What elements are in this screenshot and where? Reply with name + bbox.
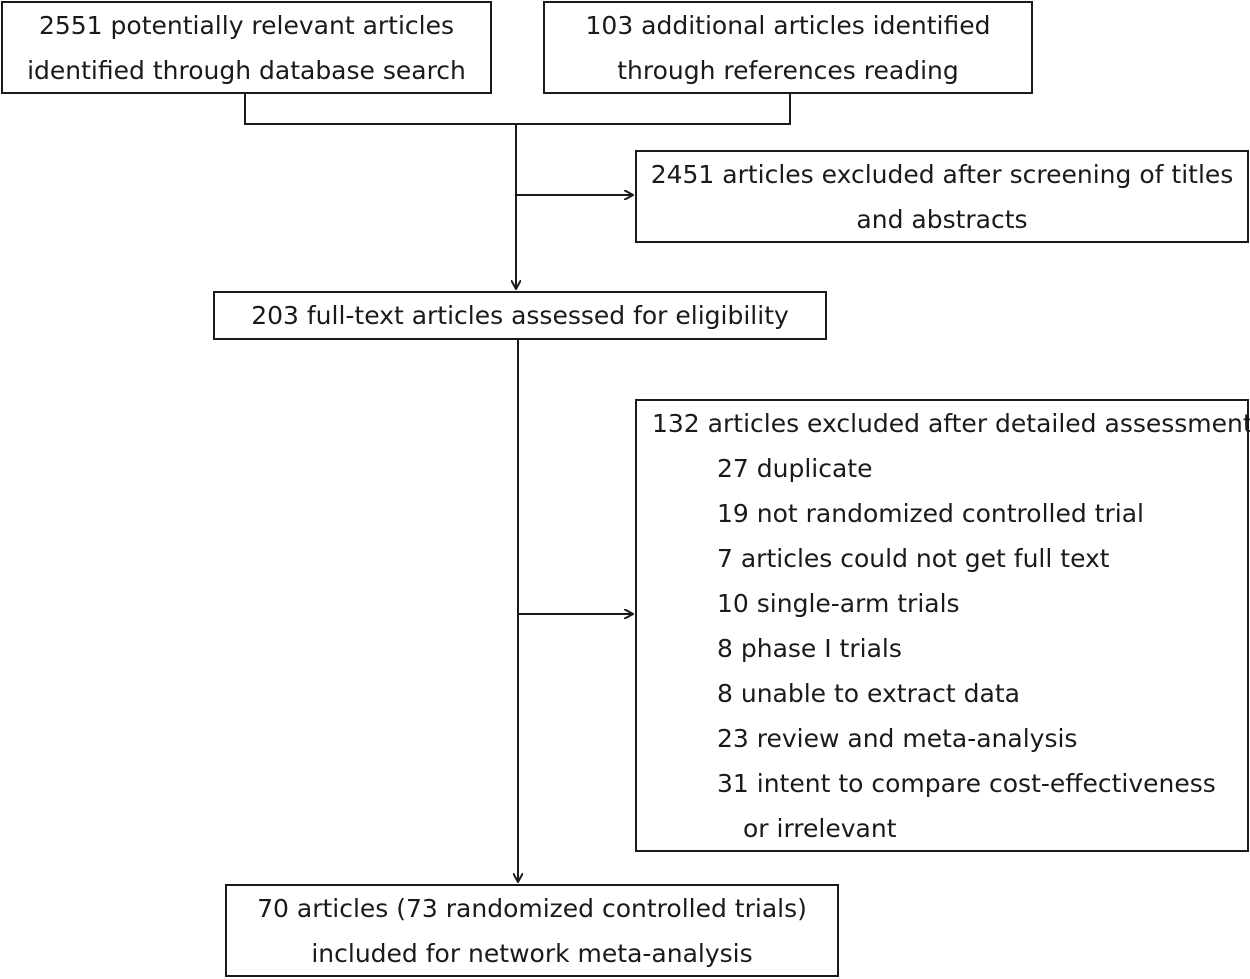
references-reading-line2: through references reading (617, 56, 959, 85)
exclusion-reason-item: 27 duplicate (717, 454, 873, 483)
detailed-excluded-header: 132 articles excluded after detailed ass… (652, 409, 1250, 438)
database-search-line2: identified through database search (27, 56, 466, 85)
included-box: 70 articles (73 randomized controlled tr… (225, 884, 839, 977)
exclusion-reason-item: 31 intent to compare cost-effectiveness (717, 769, 1216, 798)
included-line1: 70 articles (73 randomized controlled tr… (257, 894, 807, 923)
merge-connector (244, 94, 791, 125)
exclusion-reason-item: 8 unable to extract data (717, 679, 1020, 708)
exclusion-reason-item: 8 phase I trials (717, 634, 902, 663)
exclusion-reason-item: 10 single-arm trials (717, 589, 960, 618)
included-line2: included for network meta-analysis (311, 939, 753, 968)
exclusion-reason-continuation: or irrelevant (743, 814, 897, 843)
database-search-line1: 2551 potentially relevant articles (38, 11, 455, 40)
exclusion-reason-item: 23 review and meta-analysis (717, 724, 1078, 753)
references-reading-line1: 103 additional articles identified (585, 11, 991, 40)
screening-excluded-line2: and abstracts (856, 205, 1028, 234)
detailed-excluded-box: 132 articles excluded after detailed ass… (635, 399, 1250, 852)
references-reading-box: 103 additional articles identified throu… (543, 1, 1033, 94)
exclusion-reason-item: 19 not randomized controlled trial (717, 499, 1144, 528)
database-search-box: 2551 potentially relevant articles ident… (1, 1, 492, 94)
full-text-assessed-line1: 203 full-text articles assessed for elig… (251, 301, 789, 330)
exclusion-reason-item: 7 articles could not get full text (717, 544, 1110, 573)
full-text-assessed-box: 203 full-text articles assessed for elig… (213, 291, 827, 340)
screening-excluded-box: 2451 articles excluded after screening o… (635, 150, 1249, 243)
screening-excluded-line1: 2451 articles excluded after screening o… (650, 160, 1234, 189)
